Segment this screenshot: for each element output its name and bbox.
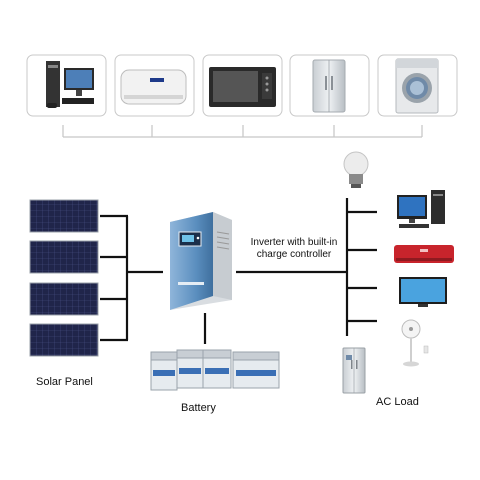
- battery-icon: [177, 350, 203, 388]
- battery-icon: [233, 352, 279, 388]
- television-icon: [399, 277, 447, 307]
- air-conditioner-icon: [115, 55, 194, 116]
- top-appliance-row: [27, 55, 457, 116]
- desktop-computer-icon: [27, 55, 106, 116]
- inverter-label-line1: Inverter with built-in: [244, 237, 344, 249]
- refrigerator-icon: [290, 55, 369, 116]
- solar-panel: [30, 241, 98, 273]
- light-bulb-icon: [344, 152, 368, 188]
- solar-panel-label: Solar Panel: [36, 376, 93, 388]
- refrigerator-icon: [343, 348, 365, 393]
- inverter-icon: [170, 212, 232, 310]
- ac-load-devices: [343, 152, 454, 393]
- microwave-oven-icon: [203, 55, 282, 116]
- air-conditioner-icon: [394, 245, 454, 263]
- battery-icon: [151, 352, 177, 390]
- ac-load-label: AC Load: [376, 396, 419, 408]
- solar-panel: [30, 283, 98, 315]
- battery-icon: [203, 350, 231, 388]
- fan-icon: [402, 320, 428, 367]
- solar-panel: [30, 200, 98, 232]
- battery-label: Battery: [181, 402, 216, 414]
- inverter-label-line2: charge controller: [244, 249, 344, 261]
- solar-wiring: [100, 216, 163, 340]
- ac-load-bus: [347, 198, 377, 336]
- inverter-label: Inverter with built-in charge controller: [244, 237, 344, 261]
- desktop-computer-icon: [397, 190, 445, 228]
- solar-panel: [30, 324, 98, 356]
- top-row-bracket: [63, 125, 422, 137]
- solar-panel-array: [30, 200, 98, 356]
- battery-bank: [151, 350, 279, 390]
- washing-machine-icon: [378, 55, 457, 116]
